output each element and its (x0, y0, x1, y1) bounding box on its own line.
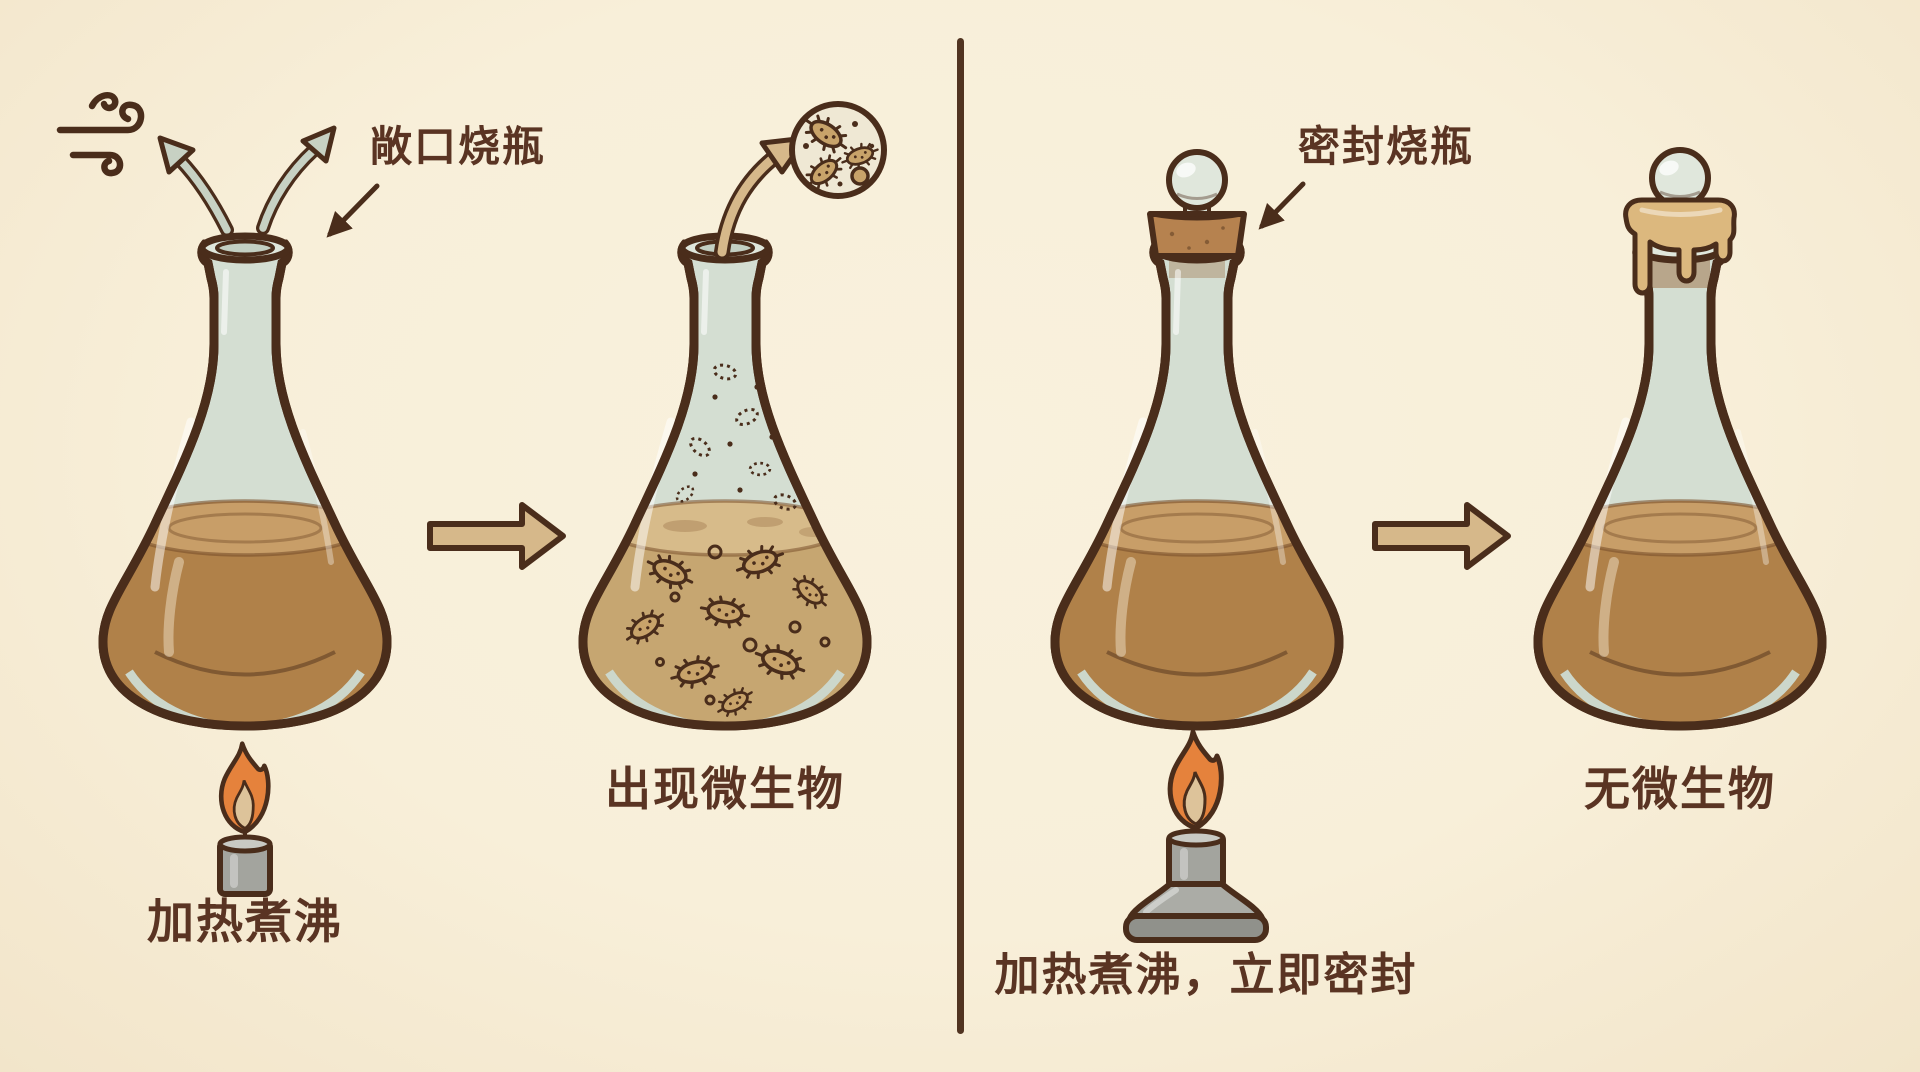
flask-open-boiled (101, 232, 389, 728)
result-caption-microbes: 出现微生物 (605, 762, 845, 816)
sealed-flask-label: 密封烧瓶 (1298, 122, 1475, 171)
flask1-liquid (103, 499, 387, 726)
air-escape-arrows-icon (157, 125, 337, 237)
heat-caption-left: 加热煮沸 (147, 895, 343, 950)
right-arrow-icon (427, 502, 566, 570)
right-panel-artwork (1053, 147, 1824, 943)
wax-seal (1623, 147, 1737, 296)
flame-icon (221, 744, 268, 832)
flask-sealed-wax (1536, 147, 1824, 728)
label-pointer-arrow-icon (326, 183, 380, 238)
flask-open-contaminated (581, 232, 869, 728)
candle-burner-icon (217, 744, 273, 897)
flask3-liquid (1055, 252, 1339, 726)
open-flask-label: 敞口烧瓶 (370, 122, 547, 171)
wind-icon (56, 91, 145, 177)
microbe-magnifier-icon (789, 101, 887, 199)
alcohol-lamp-icon (1123, 732, 1269, 943)
right-arrow-icon (1372, 502, 1511, 570)
label-pointer-arrow-icon (1258, 181, 1306, 230)
flask-sealed-cork (1053, 149, 1341, 728)
cork-stopper (1147, 149, 1247, 259)
result-caption-no-microbes: 无微生物 (1584, 762, 1776, 816)
heat-caption-right: 加热煮沸，立即密封 (994, 948, 1418, 1001)
flame-icon (1170, 732, 1221, 828)
panel-divider (957, 38, 964, 1034)
flask2-liquid (583, 499, 867, 726)
left-panel-artwork (56, 91, 887, 897)
flask4-liquid (1538, 256, 1822, 726)
